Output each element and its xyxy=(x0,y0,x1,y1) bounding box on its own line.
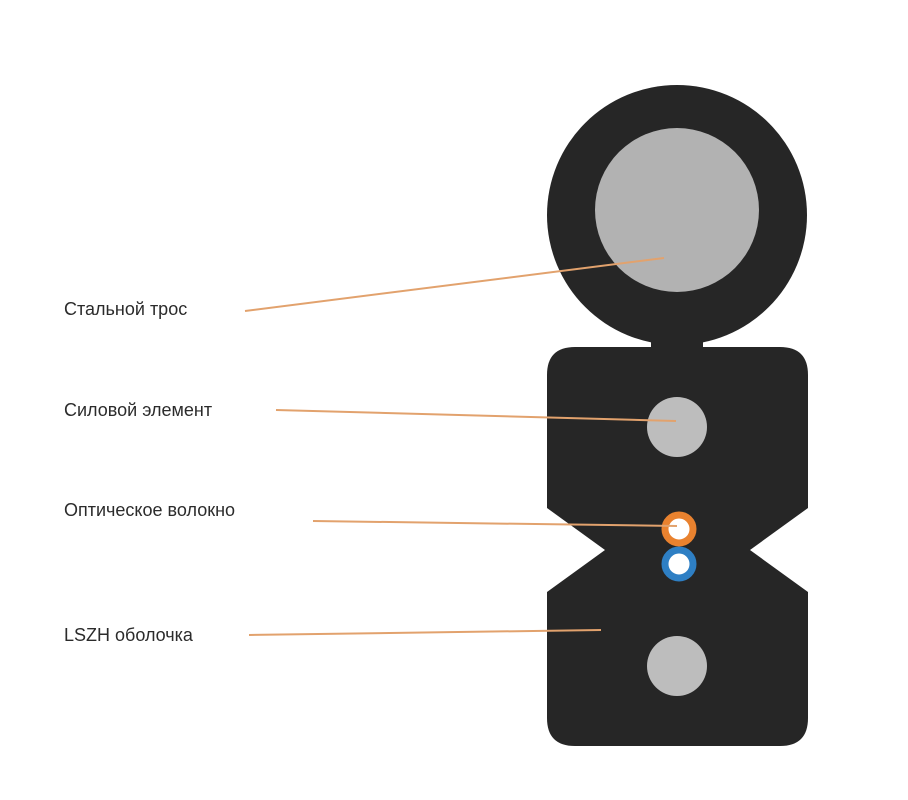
label-lszh-sheath: LSZH оболочка xyxy=(64,625,193,645)
leader-line-strength-member xyxy=(275,409,677,422)
strength-member-top xyxy=(647,397,707,457)
main-jacket xyxy=(547,347,808,746)
steel-cable-core xyxy=(595,128,759,292)
optical-fiber-blue xyxy=(661,546,697,582)
leader-line-lszh-sheath xyxy=(248,629,602,636)
optical-fiber-orange xyxy=(661,511,697,547)
strength-member-bottom xyxy=(647,636,707,696)
label-optical-fiber: Оптическое волокно xyxy=(64,500,236,520)
label-strength-member: Силовой элемент xyxy=(64,400,213,420)
leader-line-steel-cable xyxy=(244,257,665,312)
label-steel-cable: Стальной трос xyxy=(64,299,188,319)
leader-line-optical-fiber xyxy=(312,520,678,527)
